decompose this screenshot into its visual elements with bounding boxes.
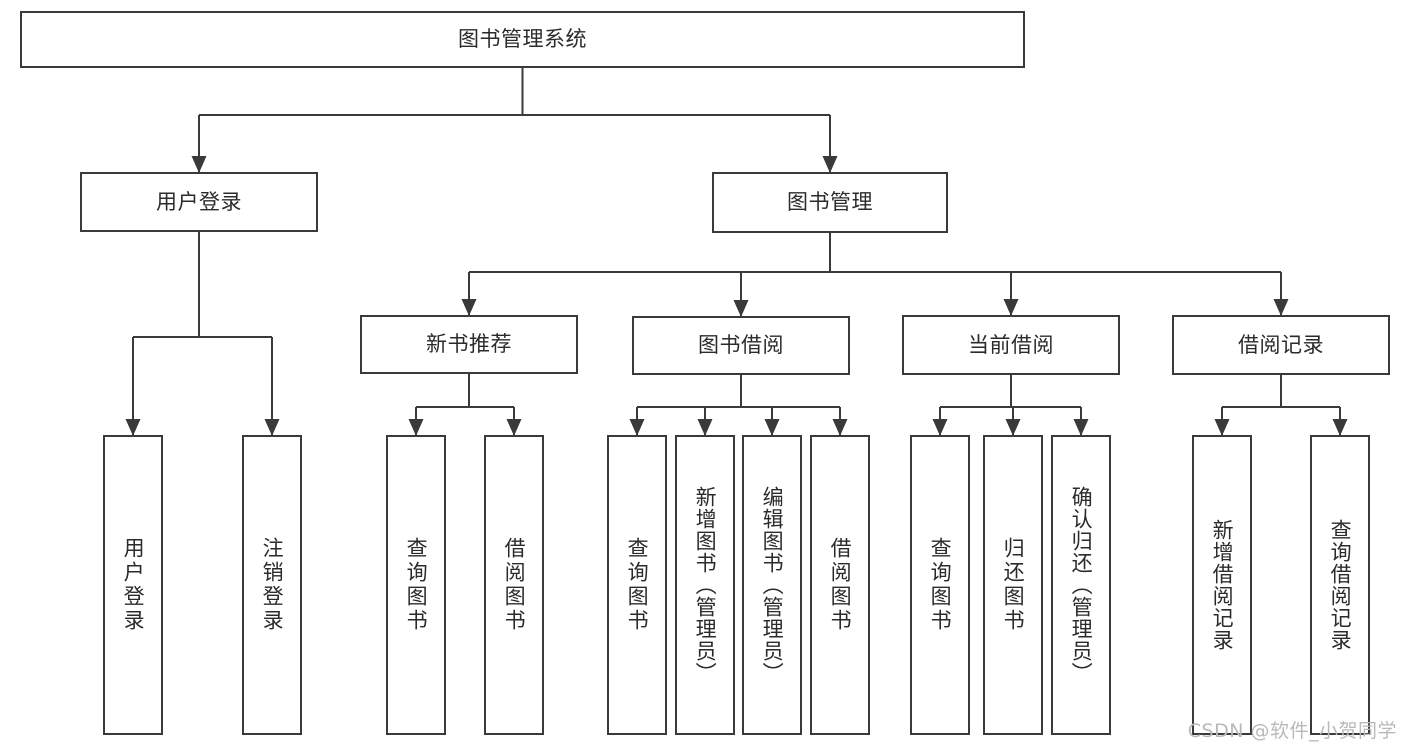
- edge-arrowhead-icon: [697, 419, 713, 436]
- node-l3_7[interactable]: 借阅图书: [810, 435, 870, 735]
- node-label: 借阅图书: [502, 537, 527, 633]
- node-l3_5[interactable]: 新增图书（管理员）: [675, 435, 735, 735]
- edge-arrowhead-icon: [506, 419, 522, 436]
- node-label: 用户登录: [156, 189, 242, 214]
- node-l3_8[interactable]: 查询图书: [910, 435, 970, 735]
- node-l3_3[interactable]: 借阅图书: [484, 435, 544, 735]
- node-label: 确认归还（管理员）: [1069, 486, 1094, 684]
- node-l2_1[interactable]: 图书借阅: [632, 316, 850, 375]
- node-l3_12[interactable]: 查询借阅记录: [1310, 435, 1370, 735]
- node-label: 查询图书: [928, 537, 953, 633]
- node-l3_11[interactable]: 新增借阅记录: [1192, 435, 1252, 735]
- edge-arrowhead-icon: [408, 419, 424, 436]
- edge-arrowhead-icon: [764, 419, 780, 436]
- edge-arrowhead-icon: [1332, 419, 1348, 436]
- edge-arrowhead-icon: [1073, 419, 1089, 436]
- edge-arrowhead-icon: [1003, 299, 1019, 316]
- edge-arrowhead-icon: [1005, 419, 1021, 436]
- node-label: 查询图书: [625, 537, 650, 633]
- node-l3_0[interactable]: 用户登录: [103, 435, 163, 735]
- node-root[interactable]: 图书管理系统: [20, 11, 1025, 68]
- node-l1_1[interactable]: 图书管理: [712, 172, 948, 233]
- edge-arrowhead-icon: [629, 419, 645, 436]
- node-l3_10[interactable]: 确认归还（管理员）: [1051, 435, 1111, 735]
- node-label: 查询图书: [404, 537, 429, 633]
- edge-arrowhead-icon: [932, 419, 948, 436]
- node-l3_2[interactable]: 查询图书: [386, 435, 446, 735]
- edge-arrowhead-icon: [1214, 419, 1230, 436]
- edge-arrowhead-icon: [461, 299, 477, 316]
- node-label: 查询借阅记录: [1328, 519, 1353, 651]
- node-label: 新书推荐: [426, 332, 512, 357]
- node-label: 图书借阅: [698, 333, 784, 358]
- node-label: 图书管理系统: [458, 27, 587, 52]
- edge-arrowhead-icon: [822, 156, 838, 173]
- node-label: 编辑图书（管理员）: [760, 486, 785, 684]
- edge-arrowhead-icon: [264, 419, 280, 436]
- edge-arrowhead-icon: [1273, 299, 1289, 316]
- csdn-watermark: CSDN @软件_小贺同学: [1187, 720, 1397, 742]
- node-l3_6[interactable]: 编辑图书（管理员）: [742, 435, 802, 735]
- node-label: 借阅图书: [828, 537, 853, 633]
- node-l3_4[interactable]: 查询图书: [607, 435, 667, 735]
- node-label: 新增借阅记录: [1210, 519, 1235, 651]
- node-label: 归还图书: [1001, 537, 1026, 633]
- node-l2_0[interactable]: 新书推荐: [360, 315, 578, 374]
- node-label: 注销登录: [260, 537, 285, 633]
- node-label: 用户登录: [121, 537, 146, 633]
- edge-arrowhead-icon: [125, 419, 141, 436]
- edge-arrowhead-icon: [733, 300, 749, 317]
- node-label: 当前借阅: [968, 332, 1054, 357]
- node-l2_2[interactable]: 当前借阅: [902, 315, 1120, 375]
- edge-arrowhead-icon: [191, 156, 207, 173]
- node-label: 新增图书（管理员）: [693, 486, 718, 684]
- edge-arrowhead-icon: [832, 419, 848, 436]
- node-label: 图书管理: [787, 190, 873, 215]
- node-l3_1[interactable]: 注销登录: [242, 435, 302, 735]
- node-l1_0[interactable]: 用户登录: [80, 172, 318, 232]
- node-label: 借阅记录: [1238, 332, 1324, 357]
- node-l2_3[interactable]: 借阅记录: [1172, 315, 1390, 375]
- node-l3_9[interactable]: 归还图书: [983, 435, 1043, 735]
